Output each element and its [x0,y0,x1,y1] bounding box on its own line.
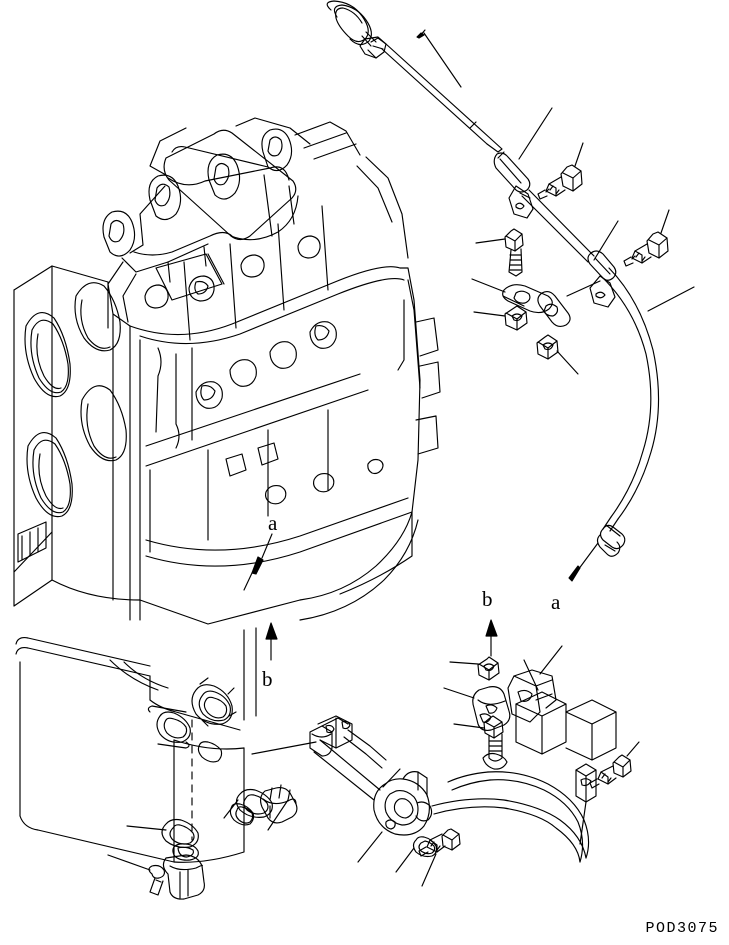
hex-bolt [623,231,669,267]
drain-valve [148,843,205,900]
oil-pan [15,637,255,863]
engine-block [13,117,441,721]
hex-bolt [418,828,461,857]
clamp-bracket [537,290,571,328]
clamp-bracket [502,284,553,314]
callout-label-a-right: a [551,590,561,614]
callout-label-a-left: a [268,511,278,535]
hex-nut [536,334,559,360]
sealing-washer [235,788,273,818]
hex-bolt [482,715,508,770]
callout-label-b-left: b [262,667,273,691]
callout-label-b-right: b [482,587,493,611]
hex-bolt [537,164,583,200]
dipstick [326,0,503,153]
hex-nut [477,656,500,681]
clamp-bracket [507,669,557,723]
drawing-number: POD3075 [645,920,719,937]
flexible-hose [596,267,660,557]
wiring-harness [431,691,617,863]
oil-pressure-sensor [309,715,433,836]
hex-bolt [589,754,632,789]
